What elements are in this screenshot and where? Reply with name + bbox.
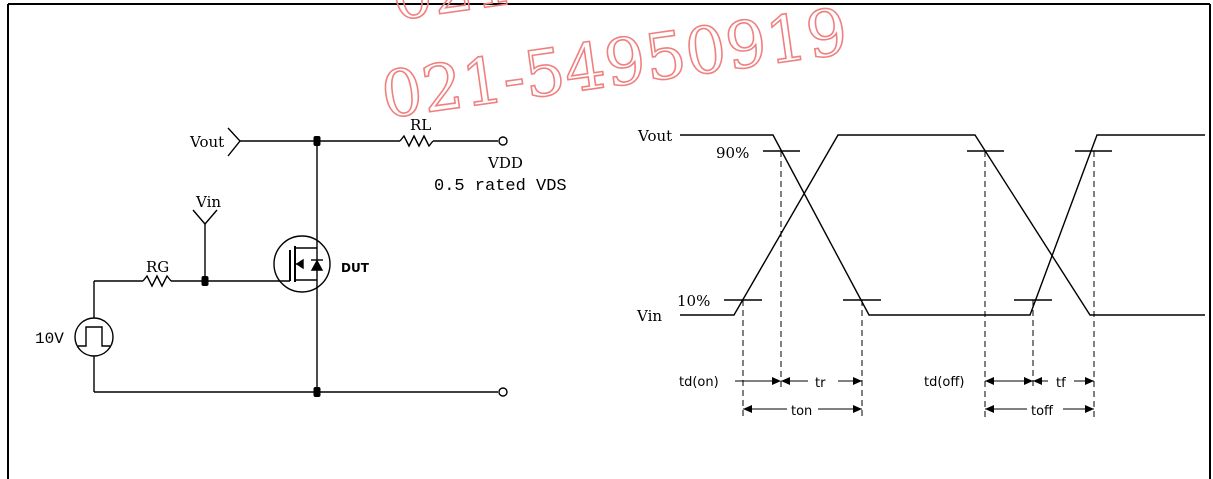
figure-frame <box>7 3 1211 479</box>
waveform-labels: Vout Vin 90% 10% td(on) tr ton td(off) t… <box>636 127 1066 419</box>
td-off-label: td(off) <box>924 375 964 390</box>
source-voltage-label: 10V <box>35 330 64 348</box>
arrow-td-off-start-icon <box>985 377 994 385</box>
mosfet-arrow-icon <box>295 258 304 270</box>
p90-label: 90% <box>716 144 749 162</box>
ton-label: ton <box>791 404 812 419</box>
ground-terminal <box>498 387 508 397</box>
watermark: 021-54950919 021-54950919 <box>376 0 863 135</box>
arrow-tf-start-icon <box>1033 377 1042 385</box>
arrow-tr-end-icon <box>853 377 862 385</box>
arrow-td-on-end-icon <box>772 377 781 385</box>
vdd-label: VDD <box>487 154 523 172</box>
switching-waveforms <box>680 134 1205 418</box>
dut-label: DUT <box>341 261 370 275</box>
arrow-ton-start-icon <box>743 405 752 413</box>
arrow-ton-end-icon <box>853 405 862 413</box>
rg-resistor-icon <box>142 274 172 288</box>
vin-waveform <box>680 134 1205 316</box>
circuit-vout-label: Vout <box>189 133 224 151</box>
td-on-label: td(on) <box>679 375 719 390</box>
arrow-td-off-end-icon <box>1024 377 1033 385</box>
arrow-toff-end-icon <box>1085 405 1094 413</box>
vds-note: 0.5 rated VDS <box>434 177 567 196</box>
rg-label: RG <box>146 258 169 276</box>
rl-label: RL <box>410 116 431 134</box>
waveform-vout-label: Vout <box>637 127 672 145</box>
junction-dot-top <box>313 136 321 146</box>
body-diode-icon <box>310 259 324 271</box>
pulse-source-icon <box>74 317 114 357</box>
circuit-vin-label: Vin <box>195 193 221 211</box>
tf-label: tf <box>1056 376 1066 391</box>
vin-arrow-icon <box>192 209 218 226</box>
junction-dot-bottom <box>313 387 321 397</box>
tr-label: tr <box>815 376 826 391</box>
p10-label: 10% <box>677 292 710 310</box>
junction-dot-gate <box>201 276 209 286</box>
circuit-labels: Vout Vin RL RG VDD 0.5 rated VDS DUT 10V <box>35 116 567 348</box>
arrow-toff-start-icon <box>985 405 994 413</box>
vdd-terminal <box>498 136 508 146</box>
arrow-tf-end-icon <box>1085 377 1094 385</box>
vout-arrow-icon <box>227 127 241 157</box>
rl-resistor-icon <box>399 134 434 148</box>
toff-label: toff <box>1031 404 1054 419</box>
arrow-tr-start-icon <box>781 377 790 385</box>
mosfet-circle-icon <box>273 235 331 293</box>
test-circuit <box>74 127 508 397</box>
vout-waveform <box>680 134 1205 316</box>
waveform-vin-label: Vin <box>636 307 662 325</box>
pulse-waveform-icon <box>78 326 110 347</box>
